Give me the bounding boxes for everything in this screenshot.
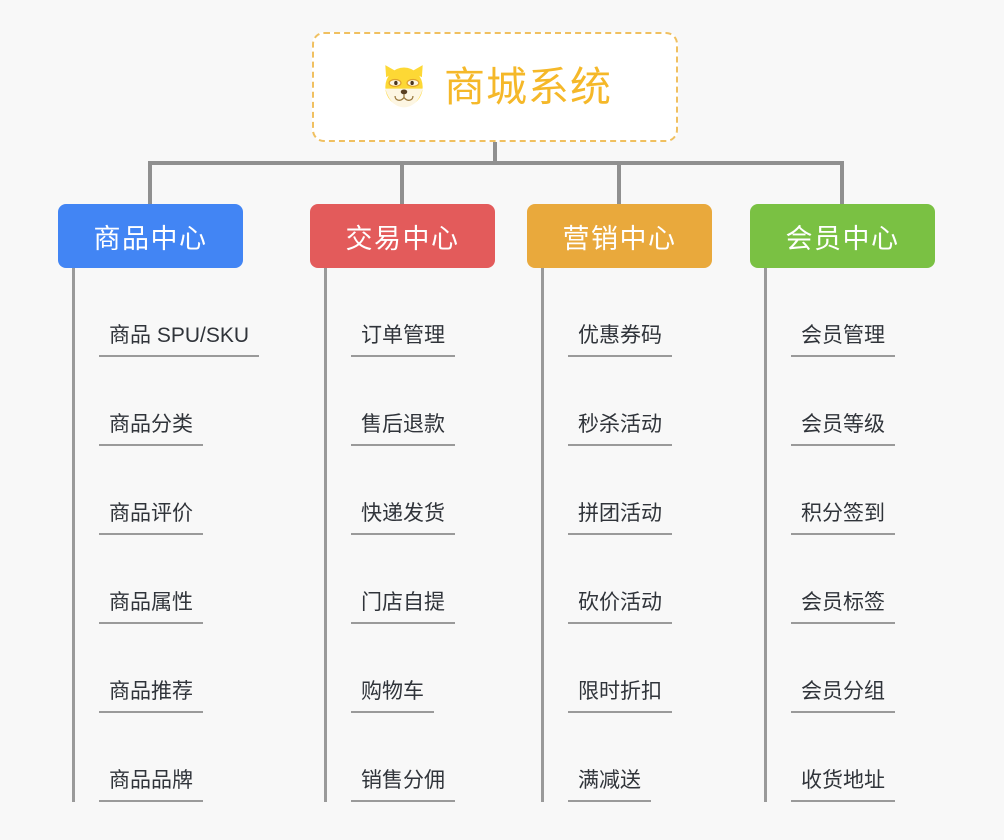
category-item-list: 订单管理 售后退款 快递发货 门店自提 购物车 销售分佣 [324, 268, 530, 802]
category-header-product-center[interactable]: 商品中心 [58, 204, 243, 268]
category-item-list: 会员管理 会员等级 积分签到 会员标签 会员分组 收货地址 [764, 268, 955, 802]
category-header-marketing-center[interactable]: 营销中心 [527, 204, 712, 268]
list-item[interactable]: 商品评价 [99, 446, 298, 535]
category-column-product-center: 商品中心 商品 SPU/SKU 商品分类 商品评价 商品属性 商品推荐 商品品牌 [58, 204, 298, 802]
list-item-label: 会员标签 [791, 592, 895, 624]
list-item-label: 门店自提 [351, 592, 455, 624]
category-header-label: 会员中心 [785, 223, 900, 254]
connector-drop-1 [148, 161, 152, 204]
list-item[interactable]: 快递发货 [351, 446, 530, 535]
list-item-label: 商品品牌 [99, 770, 203, 802]
list-item-label: 收货地址 [791, 770, 895, 802]
category-header-label: 营销中心 [562, 223, 677, 254]
list-item[interactable]: 销售分佣 [351, 713, 530, 802]
list-item[interactable]: 砍价活动 [568, 535, 737, 624]
list-item[interactable]: 会员管理 [791, 268, 955, 357]
connector-drop-3 [617, 161, 621, 204]
list-item[interactable]: 满减送 [568, 713, 737, 802]
list-item-label: 购物车 [351, 681, 434, 713]
list-item-label: 积分签到 [791, 503, 895, 535]
list-item-label: 优惠券码 [568, 325, 672, 357]
list-item-label: 拼团活动 [568, 503, 672, 535]
category-header-member-center[interactable]: 会员中心 [750, 204, 935, 268]
root-title: 商城系统 [444, 63, 612, 110]
list-item[interactable]: 限时折扣 [568, 624, 737, 713]
category-header-label: 交易中心 [345, 223, 460, 254]
list-item-label: 商品评价 [99, 503, 203, 535]
list-item-label: 订单管理 [351, 325, 455, 357]
connector-horizontal-bus [148, 161, 844, 165]
list-item[interactable]: 售后退款 [351, 357, 530, 446]
shiba-dog-face-icon [385, 65, 423, 108]
list-item[interactable]: 商品推荐 [99, 624, 298, 713]
list-item-label: 快递发货 [351, 503, 455, 535]
list-item[interactable]: 积分签到 [791, 446, 955, 535]
list-item[interactable]: 秒杀活动 [568, 357, 737, 446]
connector-drop-4 [840, 161, 844, 204]
list-item[interactable]: 拼团活动 [568, 446, 737, 535]
list-item-label: 会员等级 [791, 414, 895, 446]
list-item-label: 会员管理 [791, 325, 895, 357]
list-item-label: 商品推荐 [99, 681, 203, 713]
root-node-mall-system[interactable]: 商城系统 [312, 32, 678, 142]
category-header-trade-center[interactable]: 交易中心 [310, 204, 495, 268]
list-item[interactable]: 会员标签 [791, 535, 955, 624]
list-item-label: 商品属性 [99, 592, 203, 624]
list-item-label: 砍价活动 [568, 592, 672, 624]
category-column-trade-center: 交易中心 订单管理 售后退款 快递发货 门店自提 购物车 销售分佣 [310, 204, 530, 802]
list-item[interactable]: 商品 SPU/SKU [99, 268, 298, 357]
category-item-list: 优惠券码 秒杀活动 拼团活动 砍价活动 限时折扣 满减送 [541, 268, 737, 802]
list-item[interactable]: 订单管理 [351, 268, 530, 357]
list-item-label: 商品分类 [99, 414, 203, 446]
list-item[interactable]: 优惠券码 [568, 268, 737, 357]
list-item-label: 满减送 [568, 770, 651, 802]
category-item-list: 商品 SPU/SKU 商品分类 商品评价 商品属性 商品推荐 商品品牌 [72, 268, 298, 802]
list-item-label: 售后退款 [351, 414, 455, 446]
list-item[interactable]: 会员分组 [791, 624, 955, 713]
list-item[interactable]: 收货地址 [791, 713, 955, 802]
list-item[interactable]: 商品分类 [99, 357, 298, 446]
category-header-label: 商品中心 [93, 223, 208, 254]
list-item[interactable]: 商品品牌 [99, 713, 298, 802]
list-item-label: 商品 SPU/SKU [99, 325, 260, 357]
category-column-marketing-center: 营销中心 优惠券码 秒杀活动 拼团活动 砍价活动 限时折扣 满减送 [527, 204, 737, 802]
list-item-label: 秒杀活动 [568, 414, 672, 446]
list-item-label: 限时折扣 [568, 681, 672, 713]
connector-drop-2 [400, 161, 404, 204]
category-column-member-center: 会员中心 会员管理 会员等级 积分签到 会员标签 会员分组 收货地址 [750, 204, 955, 802]
list-item-label: 销售分佣 [351, 770, 455, 802]
list-item[interactable]: 门店自提 [351, 535, 530, 624]
list-item[interactable]: 购物车 [351, 624, 530, 713]
list-item[interactable]: 会员等级 [791, 357, 955, 446]
list-item[interactable]: 商品属性 [99, 535, 298, 624]
connector-root-stem [493, 142, 497, 164]
list-item-label: 会员分组 [791, 681, 895, 713]
